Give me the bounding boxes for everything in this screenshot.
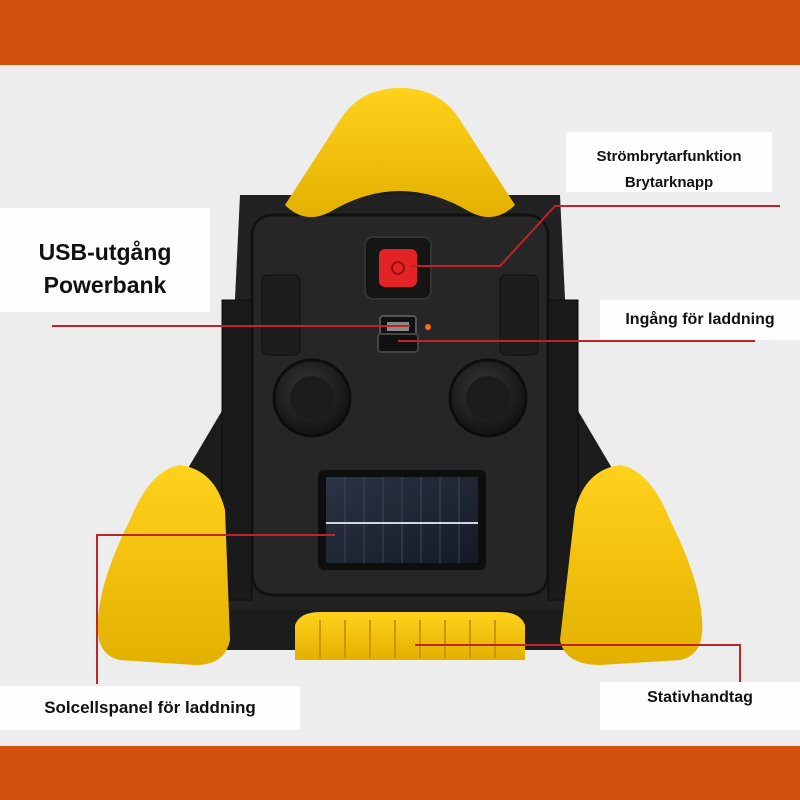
left-rail <box>221 299 253 601</box>
usb-output-label: USB-utgång Powerbank <box>0 208 210 312</box>
stand-handle-shape <box>295 612 525 660</box>
top-yellow-cap <box>285 88 515 218</box>
leader-stand <box>415 644 741 682</box>
leader-switch <box>410 205 780 267</box>
switch-function-label: Strömbrytarfunktion Brytarknapp <box>566 132 772 192</box>
charge-input-port <box>377 333 419 353</box>
indicator-led <box>425 324 431 330</box>
bottom-orange-band <box>0 746 800 800</box>
switch-label-line1: Strömbrytarfunktion <box>596 148 742 165</box>
usb-label-line1: USB-utgång <box>38 239 172 265</box>
leader-solar <box>96 534 335 684</box>
top-orange-band <box>0 0 800 65</box>
right-yellow-corner <box>560 465 703 665</box>
red-power-button <box>379 249 417 287</box>
switch-label-line2: Brytarknapp <box>624 174 714 191</box>
usb-label-line2: Powerbank <box>43 272 167 298</box>
solar-panel-label: Solcellspanel för laddning <box>0 686 300 730</box>
left-yellow-corner <box>97 465 230 665</box>
charge-input-label: Ingång för laddning <box>600 300 800 340</box>
leader-lines <box>52 205 780 684</box>
stand-handle-label: Stativhandtag <box>600 682 800 730</box>
